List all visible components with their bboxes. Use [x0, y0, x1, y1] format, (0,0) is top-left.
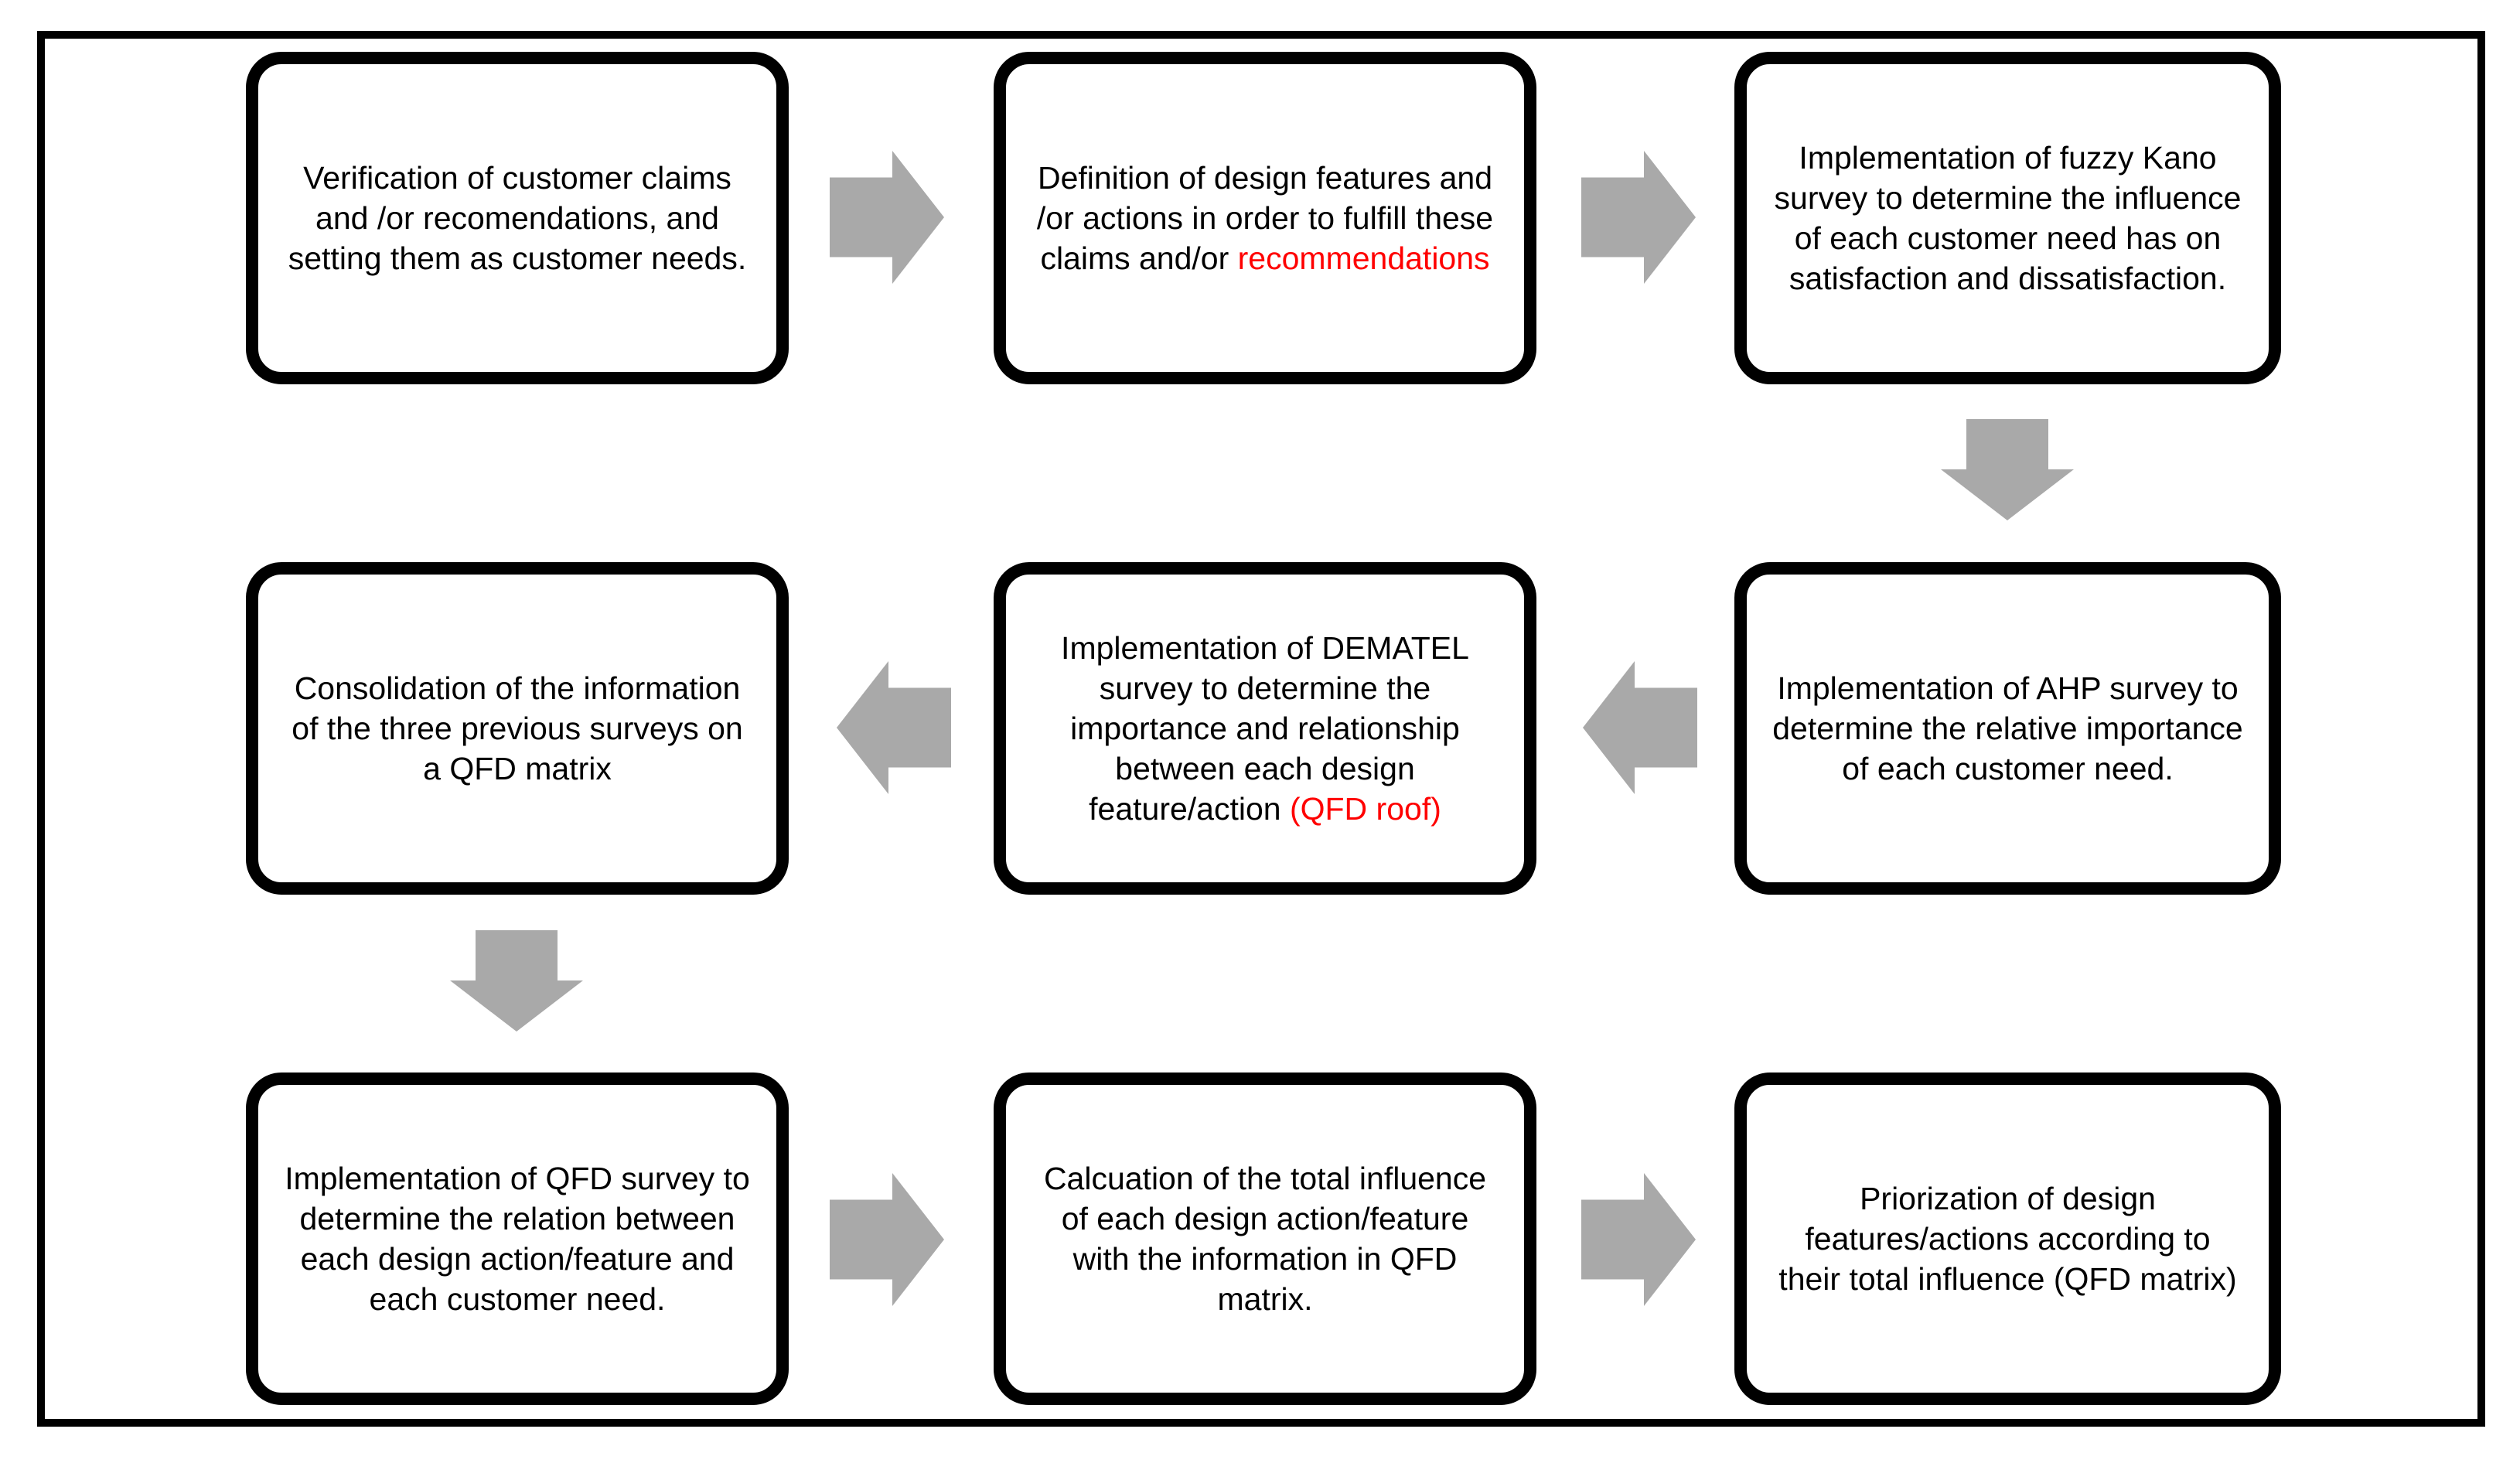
flow-box-text-main: Implementation of DEMATEL survey to dete…: [1061, 629, 1469, 827]
flow-box-text-main: Consolidation of the information of the …: [292, 670, 743, 787]
flow-box-text: Implementation of AHP survey to determin…: [1770, 668, 2245, 789]
flow-box-text-main: Definition of design features and /or ac…: [1036, 159, 1494, 277]
flow-box-text: Implementation of fuzzy Kano survey to d…: [1770, 138, 2245, 298]
arrow-left-icon: [1583, 661, 1697, 794]
arrow-right-icon: [830, 151, 944, 284]
flow-box-verify-claims: Verification of customer claims and /or …: [246, 52, 789, 384]
arrow-left-icon: [837, 661, 951, 794]
flow-box-text: Calcuation of the total influence of eac…: [1029, 1158, 1501, 1319]
arrow-right-icon: [1581, 1173, 1696, 1306]
flow-box-text-main: Implementation of AHP survey to determin…: [1772, 670, 2243, 787]
flow-box-text-main: Priorization of design features/actions …: [1778, 1180, 2237, 1298]
flow-box-text: Implementation of DEMATEL survey to dete…: [1029, 628, 1501, 829]
flow-box-priorization: Priorization of design features/actions …: [1734, 1073, 2281, 1405]
flow-box-fuzzy-kano: Implementation of fuzzy Kano survey to d…: [1734, 52, 2281, 384]
arrow-down-icon: [450, 930, 583, 1032]
flow-box-text-main: Calcuation of the total influence of eac…: [1043, 1160, 1487, 1318]
arrow-right-icon: [1581, 151, 1696, 284]
flow-box-dematel-survey: Implementation of DEMATEL survey to dete…: [994, 562, 1536, 895]
flow-box-text-highlight: (QFD roof): [1289, 791, 1441, 827]
arrow-right-icon: [830, 1173, 944, 1306]
flow-box-text-main: Implementation of QFD survey to determin…: [285, 1160, 750, 1318]
flow-box-qfd-survey: Implementation of QFD survey to determin…: [246, 1073, 789, 1405]
flow-box-text: Verification of customer claims and /or …: [281, 158, 753, 278]
flow-box-total-influence: Calcuation of the total influence of eac…: [994, 1073, 1536, 1405]
flow-box-text: Implementation of QFD survey to determin…: [281, 1158, 753, 1319]
flow-box-qfd-consolidation: Consolidation of the information of the …: [246, 562, 789, 895]
flow-box-text: Consolidation of the information of the …: [281, 668, 753, 789]
flow-box-text: Priorization of design features/actions …: [1770, 1178, 2245, 1299]
flow-box-ahp-survey: Implementation of AHP survey to determin…: [1734, 562, 2281, 895]
flow-box-text-main: Verification of customer claims and /or …: [288, 159, 747, 277]
flowchart-outer-frame: [37, 31, 2485, 1427]
flow-box-text-main: Implementation of fuzzy Kano survey to d…: [1774, 139, 2242, 297]
flow-box-define-features: Definition of design features and /or ac…: [994, 52, 1536, 384]
flow-box-text-highlight: recommendations: [1237, 240, 1490, 277]
flow-box-text: Definition of design features and /or ac…: [1029, 158, 1501, 278]
arrow-down-icon: [1941, 419, 2074, 520]
